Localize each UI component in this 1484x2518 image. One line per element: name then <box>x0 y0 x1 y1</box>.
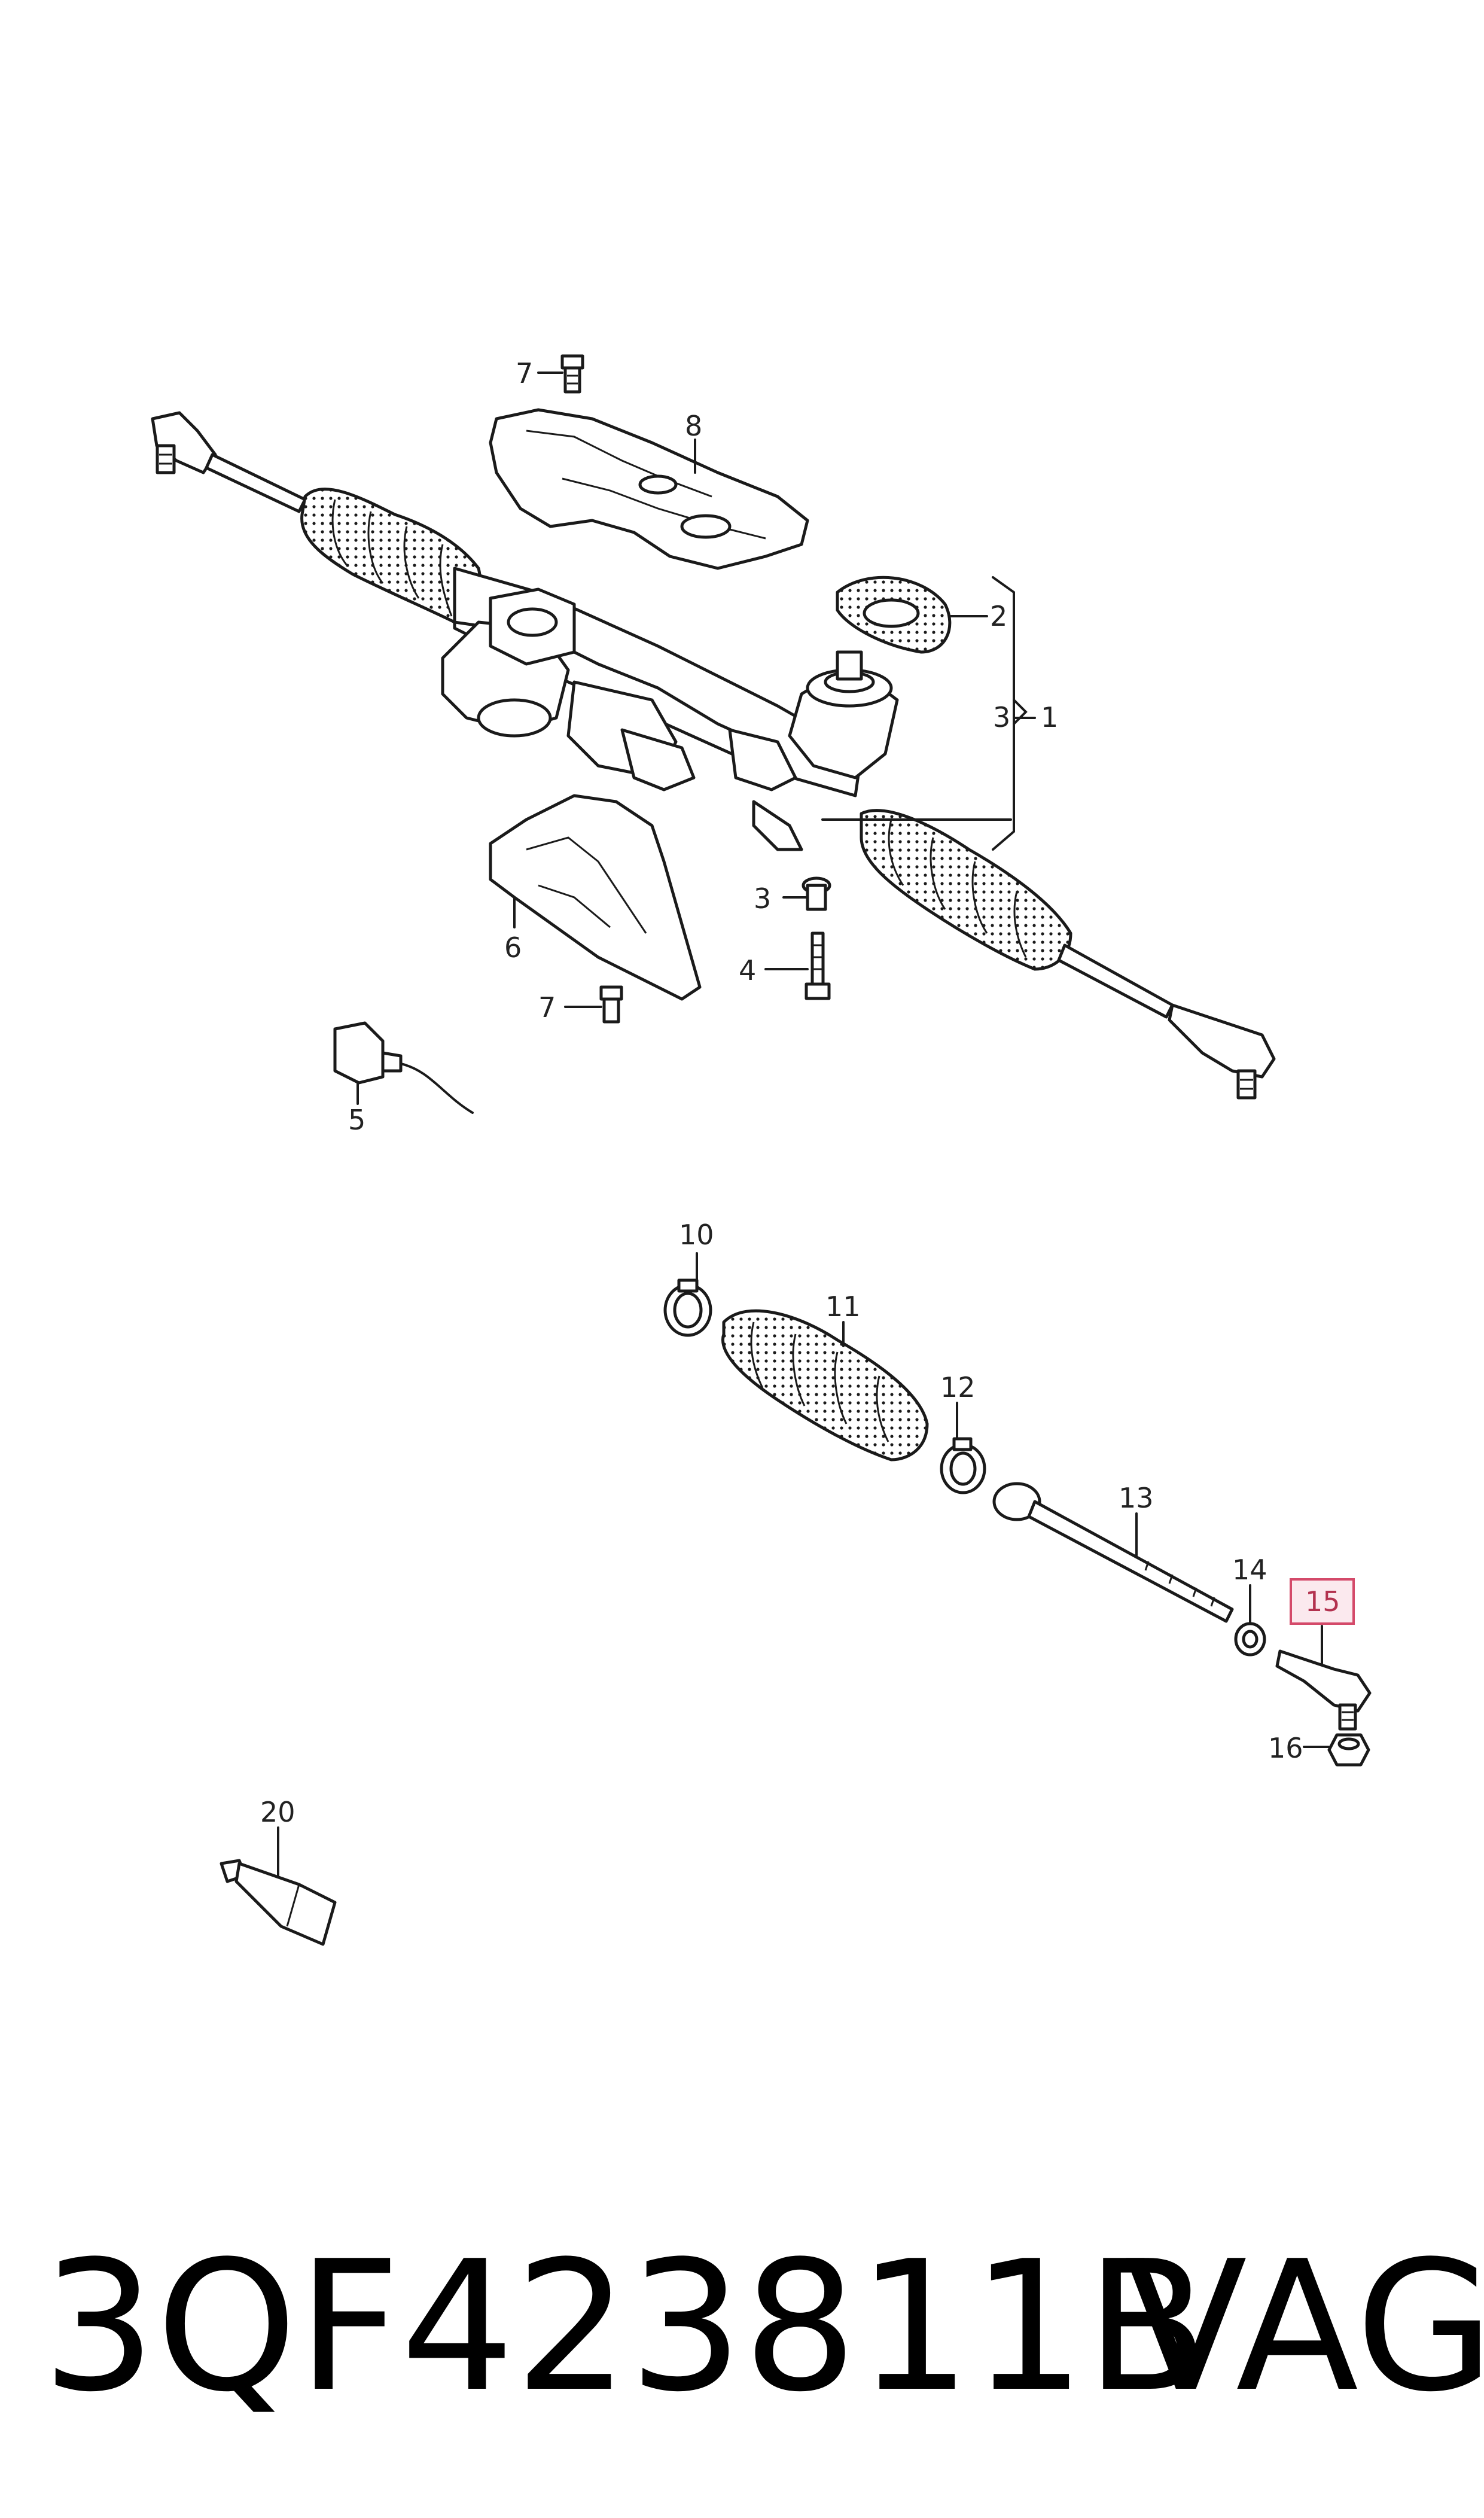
callout-5: 5 <box>348 1104 365 1136</box>
steering-rack-assembly <box>151 411 1276 1100</box>
leader-lines-bottom <box>277 1252 1330 1877</box>
callout-7-upper: 7 <box>516 357 533 389</box>
right-bellows <box>860 809 1072 971</box>
screw-3 <box>802 876 831 911</box>
nut-14 <box>1234 1622 1266 1657</box>
grease-tube-20 <box>220 1859 337 1946</box>
callout-labels: 7 8 2 3 1 3 4 6 7 5 10 11 12 13 14 15 16… <box>260 357 1340 1828</box>
callout-8: 8 <box>685 410 702 442</box>
callout-10: 10 <box>679 1219 714 1251</box>
left-tie-rod-end <box>151 411 217 474</box>
bolt-4 <box>805 931 831 1000</box>
callout-6: 6 <box>504 931 522 964</box>
callout-1: 1 <box>1041 701 1058 733</box>
callout-16: 16 <box>1268 1732 1303 1764</box>
heat-shield-lower <box>489 794 702 1001</box>
callout-3: 3 <box>754 882 771 915</box>
callout-7-lower: 7 <box>538 991 556 1024</box>
bolt-7-upper <box>560 354 584 394</box>
rack-housing <box>441 567 899 851</box>
bolt-7-lower <box>599 985 623 1024</box>
sensor-connector <box>333 1021 474 1114</box>
clamp-10 <box>663 1278 712 1337</box>
callout-12: 12 <box>940 1371 976 1403</box>
heat-shield-upper <box>489 408 809 570</box>
highlighted-callout-box <box>1290 1578 1355 1625</box>
callout-14: 14 <box>1232 1554 1267 1586</box>
bellows-11 <box>721 1309 929 1462</box>
tie-rod-end-15 <box>1275 1649 1372 1731</box>
clamp-12 <box>940 1437 986 1494</box>
right-tie-rod <box>1057 943 1174 1019</box>
brand-label: VAG <box>1125 2222 1484 2431</box>
callout-4: 4 <box>739 954 756 987</box>
leader-lines-top <box>356 372 1036 1105</box>
callout-3-bracket: 3 <box>993 701 1010 733</box>
nut-16 <box>1327 1733 1370 1767</box>
callout-20: 20 <box>260 1796 295 1828</box>
callout-2: 2 <box>990 600 1007 632</box>
rack-mount-bushing <box>836 576 952 654</box>
callout-11: 11 <box>825 1290 861 1323</box>
callout-15: 15 <box>1305 1585 1340 1618</box>
part-number-label: 3QF423811B <box>42 2222 1209 2431</box>
left-tie-rod <box>205 453 307 513</box>
right-tie-rod-end <box>1168 1003 1276 1100</box>
callout-13: 13 <box>1119 1482 1154 1514</box>
inner-tie-rod-13 <box>992 1482 1234 1623</box>
